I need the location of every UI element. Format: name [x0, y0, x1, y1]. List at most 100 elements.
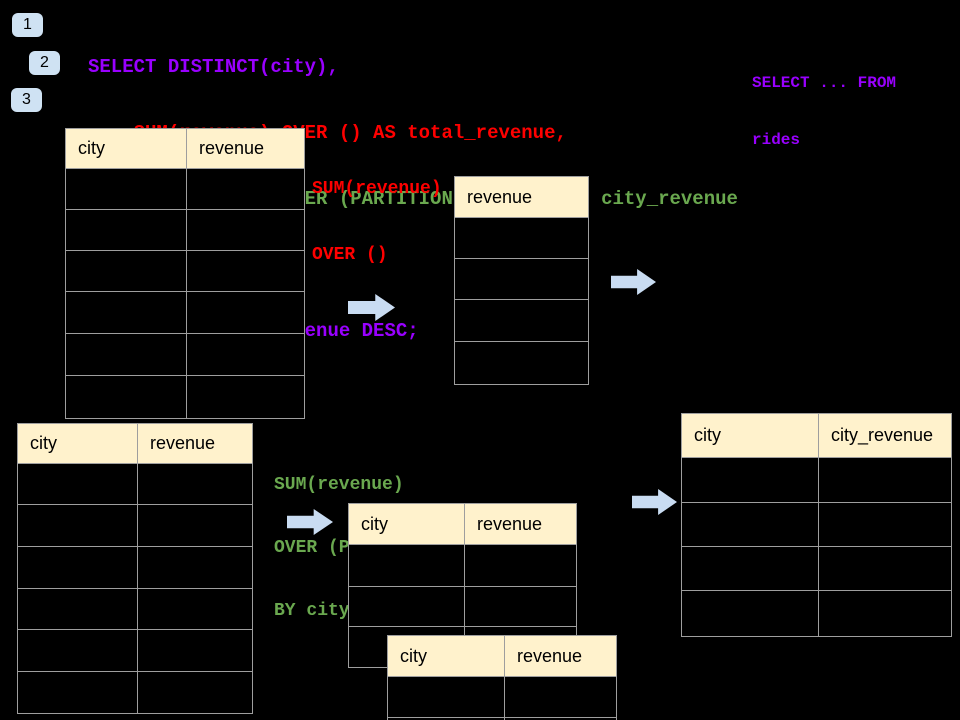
sql-line-select: SELECT DISTINCT(city),: [88, 56, 339, 78]
table-cell: [137, 672, 252, 713]
table-row: [66, 376, 304, 418]
step-badge-3: 3: [11, 88, 42, 112]
table-cell: [455, 218, 588, 258]
table-row-header: city city_revenue: [682, 414, 951, 458]
table-row: [66, 292, 304, 334]
table-row: [349, 587, 576, 627]
table-row: [66, 210, 304, 251]
table-row: [455, 259, 588, 300]
step-badge-1: 1: [12, 13, 43, 37]
table-cell: [464, 587, 576, 626]
table-cell: [818, 591, 951, 636]
table-row: [388, 718, 616, 720]
table-cell: [18, 464, 137, 504]
table-cell: [349, 587, 464, 626]
table-cell: [66, 334, 186, 375]
step-badge-3-label: 3: [22, 91, 31, 108]
query-source-note-line-2: rides: [752, 131, 801, 149]
table-cell: [388, 677, 504, 717]
table-row: [18, 505, 252, 547]
table-cell: [66, 376, 186, 418]
table-cell: [186, 251, 304, 291]
table-cell: [66, 169, 186, 209]
header-cell-revenue: revenue: [467, 186, 533, 207]
table-row: [682, 458, 951, 503]
header-cell-city: city: [400, 645, 427, 666]
table-cell: [504, 677, 616, 717]
header-cell-city: city: [30, 433, 57, 453]
table-cell: [66, 251, 186, 291]
window-partition-note-line-1: SUM(revenue): [274, 475, 404, 495]
header-cell-revenue: revenue: [186, 129, 304, 168]
window-total-note-line-1: SUM(revenue): [312, 179, 442, 199]
window-total-note: SUM(revenue) OVER (): [312, 134, 442, 310]
table-cell: [682, 458, 818, 502]
table-row: [455, 342, 588, 384]
step-badge-2-label: 2: [40, 54, 49, 71]
header-cell-revenue: revenue: [464, 504, 576, 544]
table-cell: [682, 547, 818, 590]
window-total-note-line-2: OVER (): [312, 245, 388, 265]
table-cell: [66, 292, 186, 333]
header-cell-city-revenue: city_revenue: [818, 414, 951, 457]
table-row: [349, 545, 576, 587]
table-row: [455, 300, 588, 342]
table-cell: [137, 505, 252, 546]
table-row: [66, 251, 304, 292]
table-source-top: city revenue: [65, 128, 305, 419]
table-row: [66, 334, 304, 376]
table-cell: [818, 503, 951, 546]
table-cell: [137, 547, 252, 588]
table-cell: [818, 547, 951, 590]
flow-arrow-right-4: [632, 489, 677, 515]
step-badge-2: 2: [29, 51, 60, 75]
table-cell: [18, 547, 137, 588]
query-source-note-line-1: SELECT ... FROM: [752, 74, 897, 92]
table-cell: [186, 376, 304, 418]
table-row: [18, 630, 252, 672]
header-cell-city: city: [694, 425, 721, 445]
table-cell: [137, 464, 252, 504]
table-partition-second: city revenue: [387, 635, 617, 720]
query-source-note: SELECT ... FROM rides: [752, 36, 896, 188]
table-cell: [186, 169, 304, 209]
table-row-header: city revenue: [66, 129, 304, 169]
table-cell: [504, 718, 616, 720]
header-cell-city: city: [78, 138, 105, 158]
table-row: [682, 591, 951, 636]
table-row: [18, 464, 252, 505]
table-cell: [682, 503, 818, 546]
table-row: [18, 547, 252, 589]
table-cell: [186, 292, 304, 333]
table-cell: [186, 334, 304, 375]
table-cell: [349, 545, 464, 586]
table-row: [682, 547, 951, 591]
table-cell: [464, 545, 576, 586]
window-partition-note-line-3: BY city): [274, 601, 361, 621]
table-cell: [682, 591, 818, 636]
table-row: [18, 589, 252, 630]
table-cell: [18, 672, 137, 713]
table-row-header: city revenue: [18, 424, 252, 464]
table-cell: [18, 630, 137, 671]
table-row: [388, 677, 616, 718]
table-cell: [137, 630, 252, 671]
table-row-header: revenue: [455, 177, 588, 218]
table-cell: [137, 589, 252, 629]
table-cell: [66, 210, 186, 250]
table-row: [682, 503, 951, 547]
table-row-header: city revenue: [349, 504, 576, 545]
table-row-header: city revenue: [388, 636, 616, 677]
table-row: [66, 169, 304, 210]
table-cell: [455, 300, 588, 341]
table-cell: [18, 589, 137, 629]
table-cell: [818, 458, 951, 502]
table-row: [455, 218, 588, 259]
table-cell: [18, 505, 137, 546]
table-cell: [455, 259, 588, 299]
header-cell-revenue: revenue: [137, 424, 252, 463]
header-cell-city: city: [361, 513, 388, 534]
table-total-revenue-result: revenue: [454, 176, 589, 385]
step-badge-1-label: 1: [23, 16, 32, 33]
